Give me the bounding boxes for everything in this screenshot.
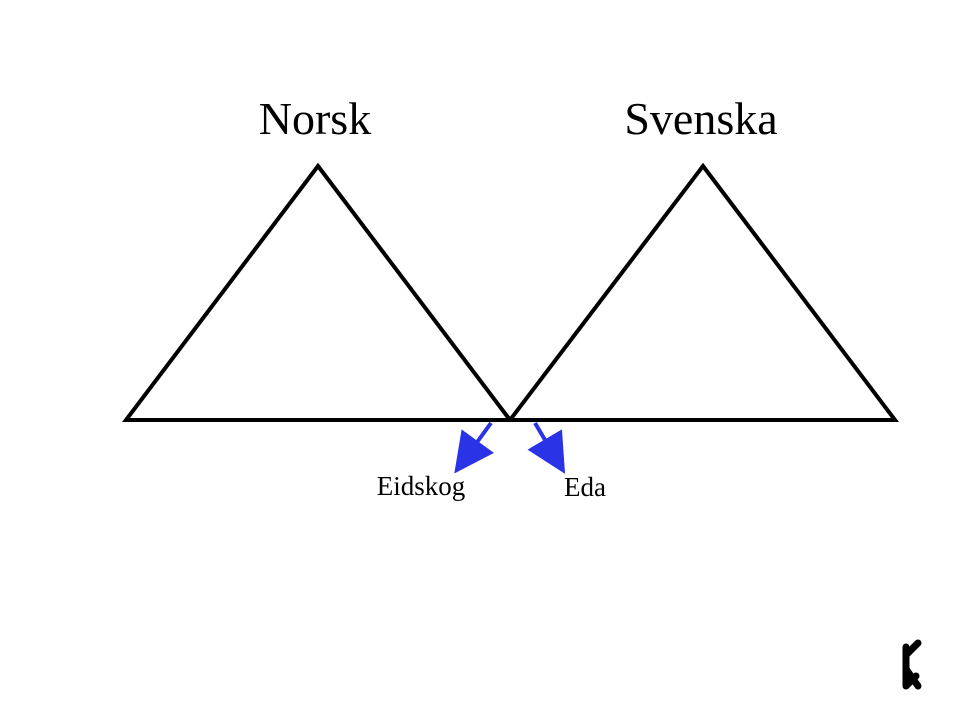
rune-icon: [902, 639, 922, 690]
eda-arrow: [527, 421, 566, 474]
eda-label: Eda: [564, 472, 606, 502]
eidskog-label: Eidskog: [377, 471, 466, 501]
eidskog-arrow: [454, 421, 494, 474]
svenska-triangle: [505, 162, 900, 422]
norsk-label: Norsk: [259, 93, 371, 144]
svenska-label: Svenska: [624, 93, 777, 144]
norsk-triangle: [121, 162, 515, 422]
